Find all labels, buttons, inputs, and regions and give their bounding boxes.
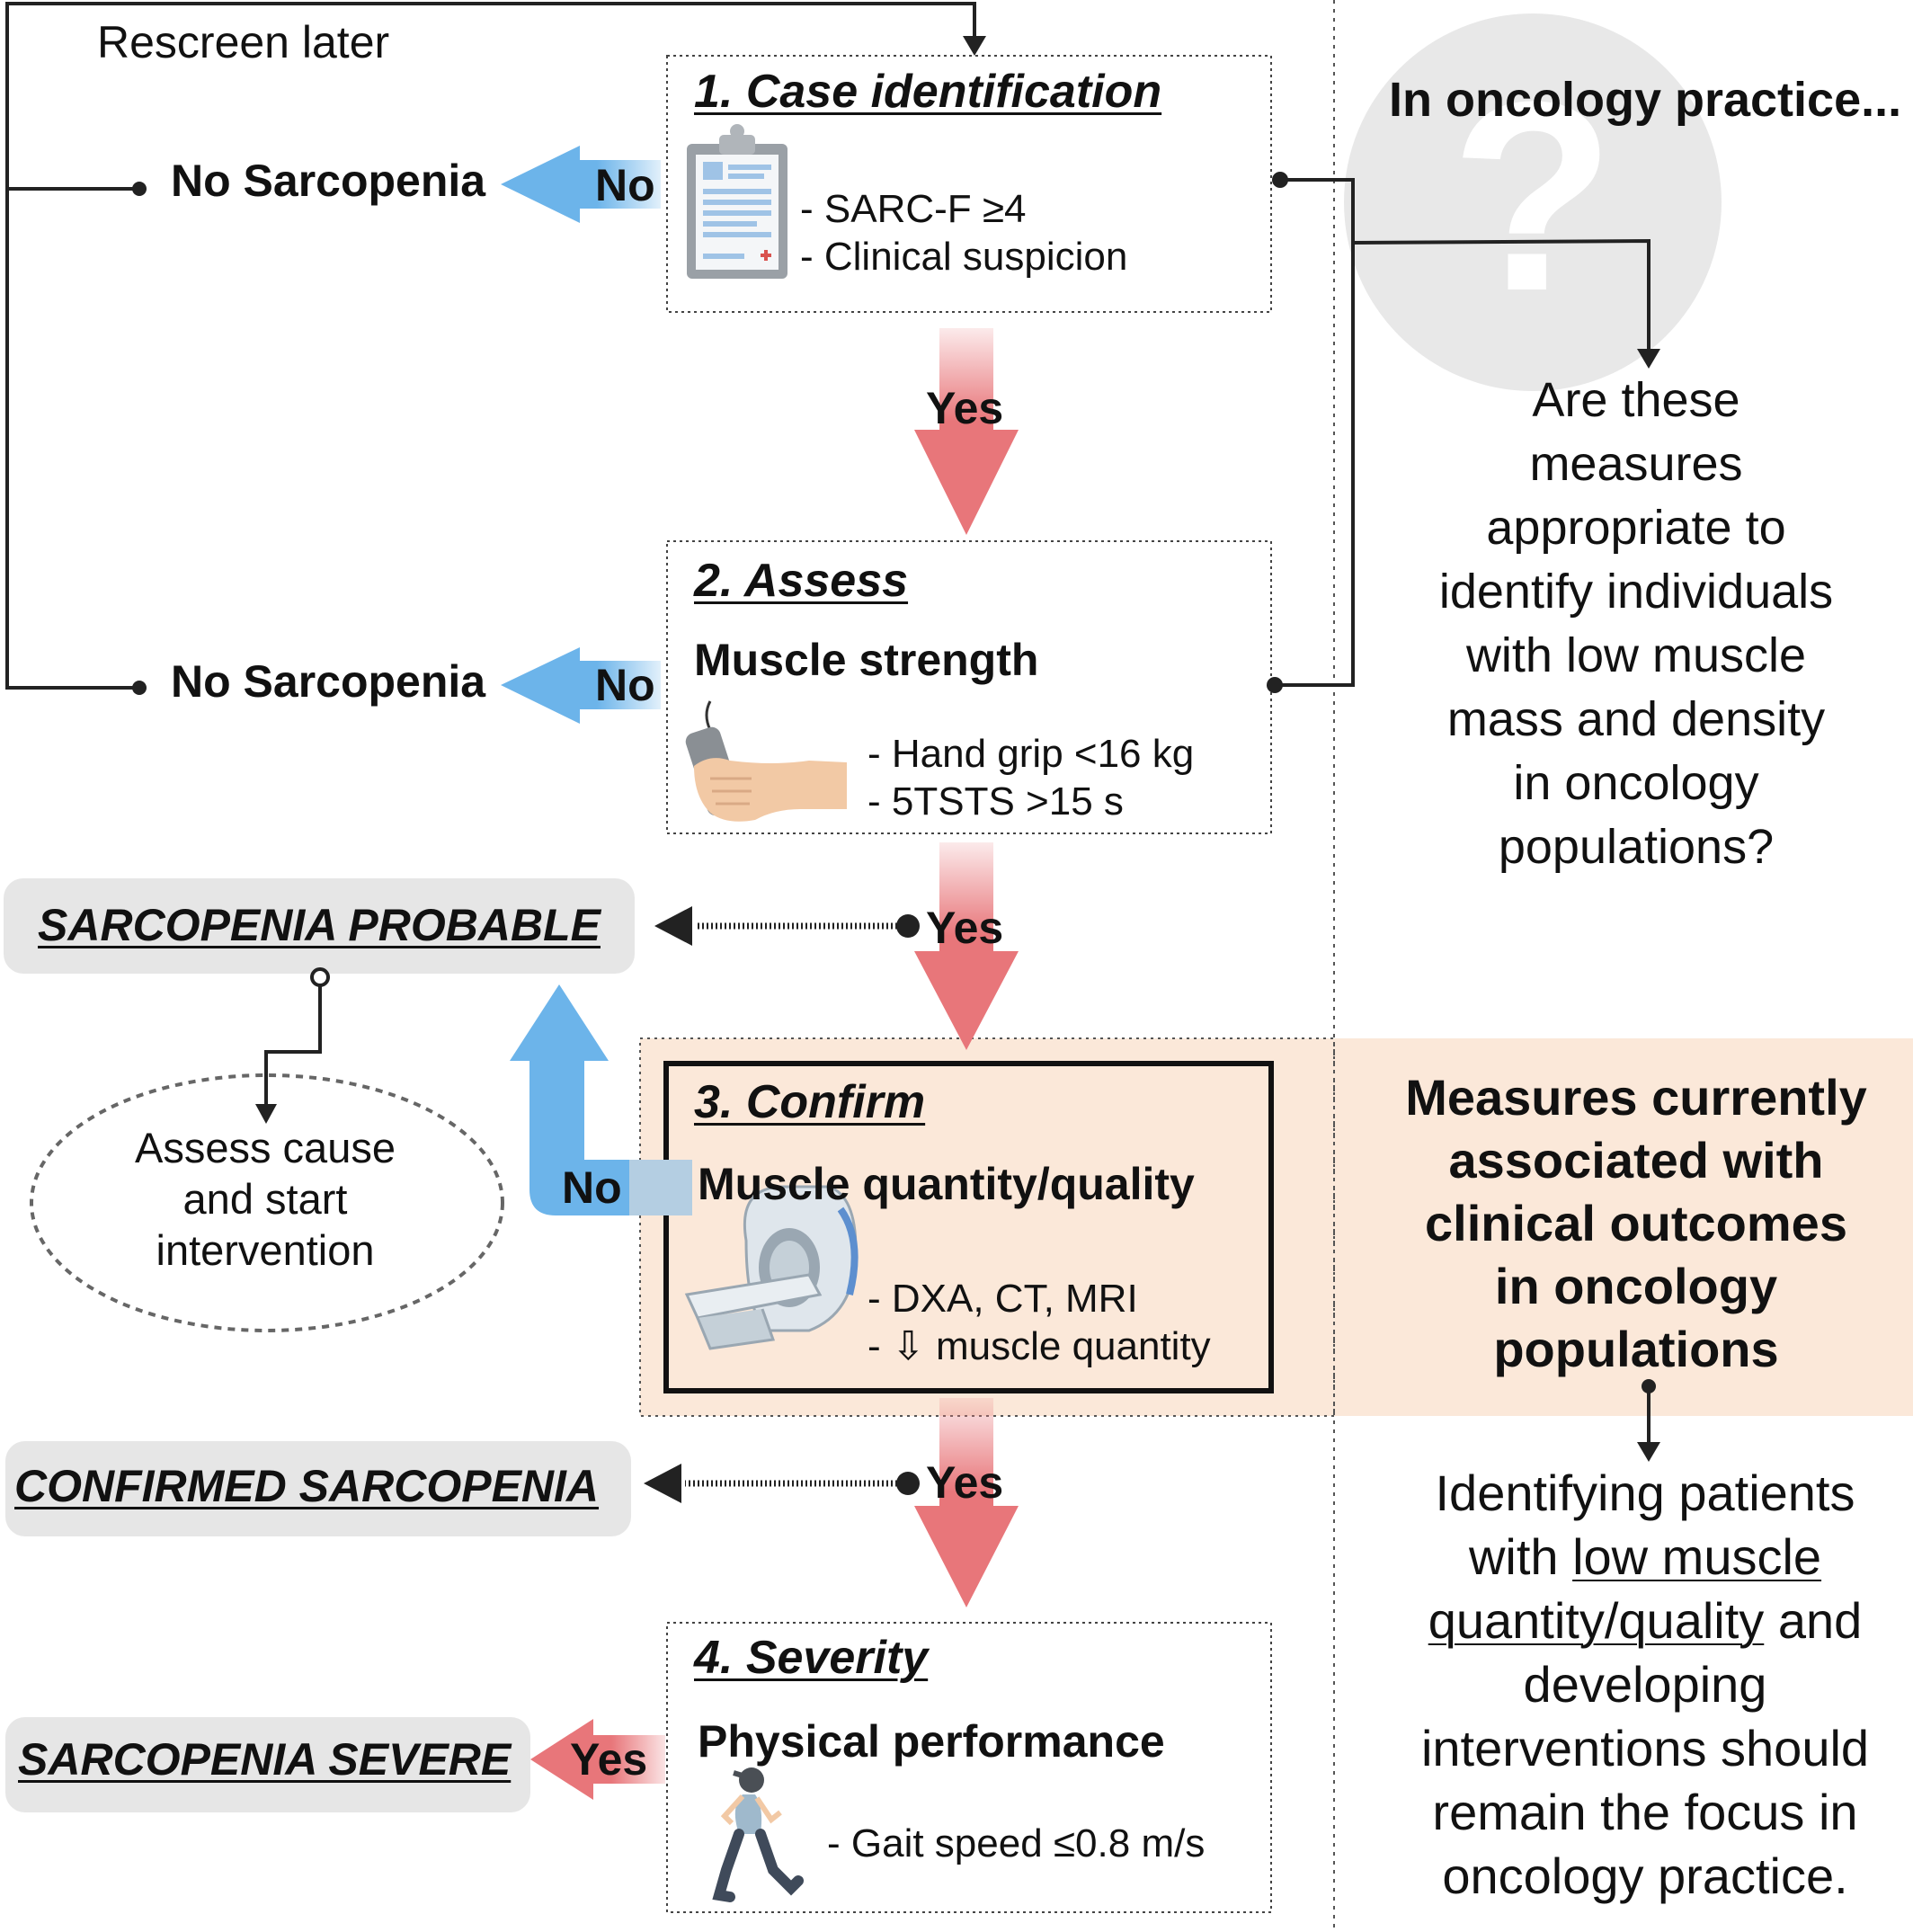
confirmed-pill xyxy=(5,1441,631,1536)
step3-criterion-1: - DXA, CT, MRI xyxy=(868,1277,1138,1321)
step2-criterion-2: - 5TSTS >15 s xyxy=(868,779,1124,824)
step4-criterion-1: - Gait speed ≤0.8 m/s xyxy=(827,1821,1206,1865)
conclusion-underlined: low muscle xyxy=(1572,1528,1822,1585)
assess-cause-line: and start xyxy=(182,1175,348,1223)
mri-scanner-icon xyxy=(684,1185,859,1350)
assess-cause-line: Assess cause xyxy=(135,1124,396,1171)
conclusion-text: with xyxy=(1468,1528,1573,1585)
step4-title: 4. Severity xyxy=(694,1632,929,1684)
rescreen-label: Rescreen later xyxy=(97,17,390,67)
question-line: appropriate to xyxy=(1486,501,1786,555)
highlight-line: in oncology xyxy=(1494,1258,1778,1314)
question-line: with low muscle xyxy=(1465,628,1807,682)
conclusion-text: and xyxy=(1764,1592,1863,1649)
right-conclusion: Identifying patients with low muscle qua… xyxy=(1375,1461,1913,1908)
question-line: measures xyxy=(1529,437,1743,491)
runner-icon xyxy=(712,1767,804,1902)
right-question: Are these measures appropriate to identi… xyxy=(1348,369,1913,879)
question-circle xyxy=(1344,13,1722,391)
clipboard-icon xyxy=(687,124,787,279)
yes-label-3: Yes xyxy=(926,1457,1004,1508)
no-arrow-3 xyxy=(510,984,692,1215)
question-line: populations? xyxy=(1498,820,1775,874)
step4-subtitle: Physical performance xyxy=(698,1716,1165,1767)
hand-grip-icon xyxy=(685,700,847,822)
conclusion-line: quantity/quality and xyxy=(1375,1589,1913,1652)
highlight-line: associated with xyxy=(1448,1132,1824,1189)
conclusion-line: interventions should xyxy=(1420,1720,1870,1776)
severe-pill xyxy=(5,1717,530,1812)
highlight-line: clinical outcomes xyxy=(1425,1195,1847,1251)
right-highlight: Measures currently associated with clini… xyxy=(1348,1066,1913,1381)
highlight-line: Measures currently xyxy=(1405,1069,1867,1126)
highlight-line: populations xyxy=(1493,1321,1779,1377)
assess-cause-ellipse xyxy=(30,1073,504,1332)
assess-cause-line: intervention xyxy=(156,1226,375,1274)
svg-text:?: ? xyxy=(1450,45,1615,347)
right-heading: In oncology practice... xyxy=(1389,73,1902,127)
no-label-2: No xyxy=(595,660,655,710)
yes-arrow-3 xyxy=(914,1398,1019,1607)
step1-criterion-2: - Clinical suspicion xyxy=(800,235,1128,279)
yes-arrow-1 xyxy=(914,328,1019,535)
step2-title: 2. Assess xyxy=(694,555,909,607)
step1-title: 1. Case identification xyxy=(694,66,1162,118)
yes-arrow-2 xyxy=(914,842,1019,1050)
yes-label-2: Yes xyxy=(926,903,1004,953)
status-severe: SARCOPENIA SEVERE xyxy=(18,1734,512,1785)
no-label-3: No xyxy=(562,1162,622,1213)
conclusion-line: remain the focus in xyxy=(1432,1784,1858,1840)
question-line: in oncology xyxy=(1513,756,1759,810)
step3-title: 3. Confirm xyxy=(694,1076,926,1128)
assess-cause-text: Assess cause and start intervention xyxy=(72,1122,458,1276)
step2-criterion-1: - Hand grip <16 kg xyxy=(868,732,1195,776)
conclusion-line: developing xyxy=(1523,1656,1767,1713)
step3-criterion-2: - ⇩ muscle quantity xyxy=(868,1324,1211,1368)
conclusion-line: with low muscle xyxy=(1375,1525,1913,1589)
no-arrow-1 xyxy=(501,146,661,223)
yes-label-1: Yes xyxy=(926,383,1004,433)
step1-criterion-1: - SARC-F ≥4 xyxy=(800,187,1027,231)
conclusion-underlined: quantity/quality xyxy=(1428,1592,1765,1649)
question-line: Are these xyxy=(1532,373,1740,427)
question-line: identify individuals xyxy=(1438,565,1834,619)
no-sarcopenia-label-1: No Sarcopenia xyxy=(171,156,486,206)
no-sarcopenia-label-2: No Sarcopenia xyxy=(171,656,486,707)
status-probable: SARCOPENIA PROBABLE xyxy=(38,900,601,950)
yes-label-severe: Yes xyxy=(570,1734,648,1785)
conclusion-line: Identifying patients xyxy=(1435,1465,1855,1521)
step3-subtitle: Muscle quantity/quality xyxy=(698,1159,1195,1209)
status-confirmed: CONFIRMED SARCOPENIA xyxy=(14,1461,600,1511)
yes-arrow-severe xyxy=(530,1719,665,1800)
question-line: mass and density xyxy=(1446,692,1826,746)
step2-subtitle: Muscle strength xyxy=(694,635,1039,685)
conclusion-line: oncology practice. xyxy=(1442,1847,1848,1904)
probable-pill xyxy=(4,878,635,974)
no-label-1: No xyxy=(595,160,655,210)
no-arrow-2 xyxy=(501,647,661,724)
